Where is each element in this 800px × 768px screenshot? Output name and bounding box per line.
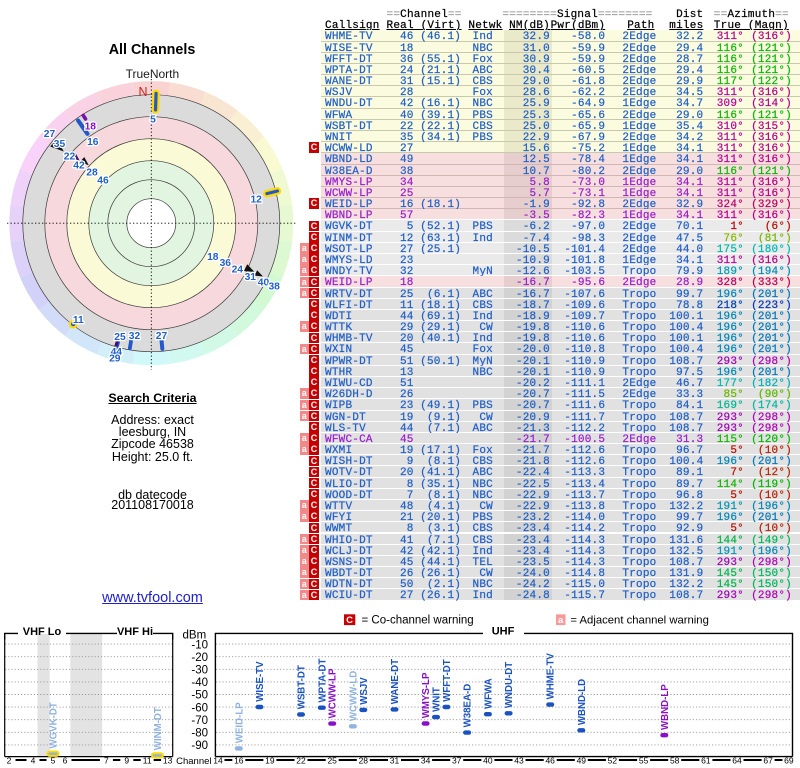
svg-text:dBm: dBm — [183, 630, 207, 642]
svg-text:VHF Hi: VHF Hi — [117, 626, 153, 638]
svg-text:UHF: UHF — [492, 626, 515, 638]
svg-text:24: 24 — [232, 264, 244, 275]
svg-text:C: C — [346, 615, 353, 626]
svg-text:16: 16 — [87, 137, 99, 148]
svg-text:46: 46 — [97, 176, 109, 187]
svg-text:27: 27 — [156, 331, 168, 342]
svg-text:-70: -70 — [191, 715, 208, 727]
svg-text:= Adjacent channel warning: = Adjacent channel warning — [570, 615, 709, 627]
svg-text:25: 25 — [114, 332, 126, 343]
svg-text:40: 40 — [258, 277, 270, 288]
svg-text:67: 67 — [763, 756, 773, 766]
svg-text:11: 11 — [143, 756, 152, 766]
svg-text:69: 69 — [784, 756, 794, 766]
svg-text:WFFT-DT: WFFT-DT — [442, 659, 453, 702]
svg-text:52: 52 — [608, 756, 618, 766]
svg-text:36: 36 — [220, 258, 232, 269]
svg-text:64: 64 — [732, 756, 742, 766]
svg-text:WHME-TV: WHME-TV — [546, 653, 557, 700]
svg-text:Channel: Channel — [176, 756, 211, 767]
svg-text:27: 27 — [44, 129, 56, 140]
svg-text:18: 18 — [85, 121, 97, 132]
svg-text:29: 29 — [109, 353, 121, 364]
svg-text:N: N — [138, 85, 147, 99]
svg-text:TrueNorth: TrueNorth — [126, 67, 180, 81]
svg-text:28: 28 — [359, 756, 369, 766]
svg-text:-50: -50 — [191, 690, 208, 702]
svg-text:34: 34 — [421, 756, 431, 766]
svg-text:WFWA: WFWA — [483, 678, 494, 709]
svg-text:46: 46 — [545, 756, 555, 766]
svg-text:WANE-DT: WANE-DT — [390, 659, 401, 704]
svg-text:61: 61 — [701, 756, 711, 766]
svg-text:2: 2 — [7, 756, 12, 766]
svg-text:= Co-channel warning: = Co-channel warning — [362, 615, 474, 627]
svg-text:31: 31 — [245, 272, 257, 283]
svg-text:WGVK-DT: WGVK-DT — [49, 702, 60, 748]
svg-text:44: 44 — [111, 347, 123, 358]
svg-text:42: 42 — [73, 161, 85, 172]
svg-text:4: 4 — [31, 756, 36, 766]
svg-text:40: 40 — [483, 756, 493, 766]
svg-text:WBND-LP: WBND-LP — [660, 684, 671, 730]
svg-text:16: 16 — [234, 756, 244, 766]
svg-text:13: 13 — [163, 756, 173, 766]
svg-text:12: 12 — [250, 194, 262, 205]
svg-text:WBND-LD: WBND-LD — [577, 679, 588, 725]
svg-text:WCWW-LP: WCWW-LP — [328, 668, 339, 718]
svg-text:31: 31 — [390, 756, 400, 766]
svg-text:-20: -20 — [191, 652, 208, 664]
svg-text:-80: -80 — [191, 728, 208, 740]
svg-text:-60: -60 — [191, 702, 208, 714]
svg-text:11: 11 — [73, 315, 84, 326]
svg-text:-10: -10 — [191, 639, 208, 651]
svg-text:WEID-LP: WEID-LP — [234, 702, 245, 743]
svg-text:37: 37 — [452, 756, 462, 766]
svg-text:VHF Lo: VHF Lo — [23, 626, 62, 638]
svg-text:WISE-TV: WISE-TV — [255, 661, 266, 702]
svg-text:WMYS-LP: WMYS-LP — [421, 672, 432, 718]
svg-text:WINM-DT: WINM-DT — [153, 707, 164, 750]
svg-text:WNDU-DT: WNDU-DT — [504, 662, 515, 708]
svg-text:14: 14 — [213, 756, 223, 766]
svg-text:-40: -40 — [191, 677, 208, 689]
svg-text:WSBT-DT: WSBT-DT — [297, 665, 308, 709]
svg-text:WPTA-DT: WPTA-DT — [317, 658, 328, 702]
svg-text:W38EA-D: W38EA-D — [463, 684, 474, 728]
svg-text:32: 32 — [129, 331, 141, 342]
svg-text:a: a — [558, 615, 564, 626]
svg-text:35: 35 — [54, 139, 66, 150]
svg-text:49: 49 — [577, 756, 587, 766]
svg-text:WSJV: WSJV — [359, 677, 370, 705]
svg-text:18: 18 — [207, 252, 219, 263]
svg-text:25: 25 — [327, 756, 337, 766]
svg-text:43: 43 — [514, 756, 524, 766]
svg-text:9: 9 — [124, 756, 129, 766]
svg-text:-30: -30 — [191, 665, 208, 677]
svg-text:22: 22 — [296, 756, 306, 766]
svg-text:WNIT: WNIT — [432, 687, 443, 712]
svg-text:28: 28 — [86, 168, 98, 179]
svg-text:6: 6 — [63, 756, 68, 766]
svg-text:WCWW-LD: WCWW-LD — [348, 671, 359, 721]
svg-text:22: 22 — [64, 151, 76, 162]
svg-text:38: 38 — [268, 281, 280, 292]
svg-text:55: 55 — [639, 756, 649, 766]
svg-text:7: 7 — [104, 756, 109, 766]
svg-text:58: 58 — [670, 756, 680, 766]
svg-text:5: 5 — [51, 756, 56, 766]
svg-text:5: 5 — [150, 114, 156, 125]
svg-text:-90: -90 — [191, 740, 208, 752]
svg-text:19: 19 — [265, 756, 275, 766]
